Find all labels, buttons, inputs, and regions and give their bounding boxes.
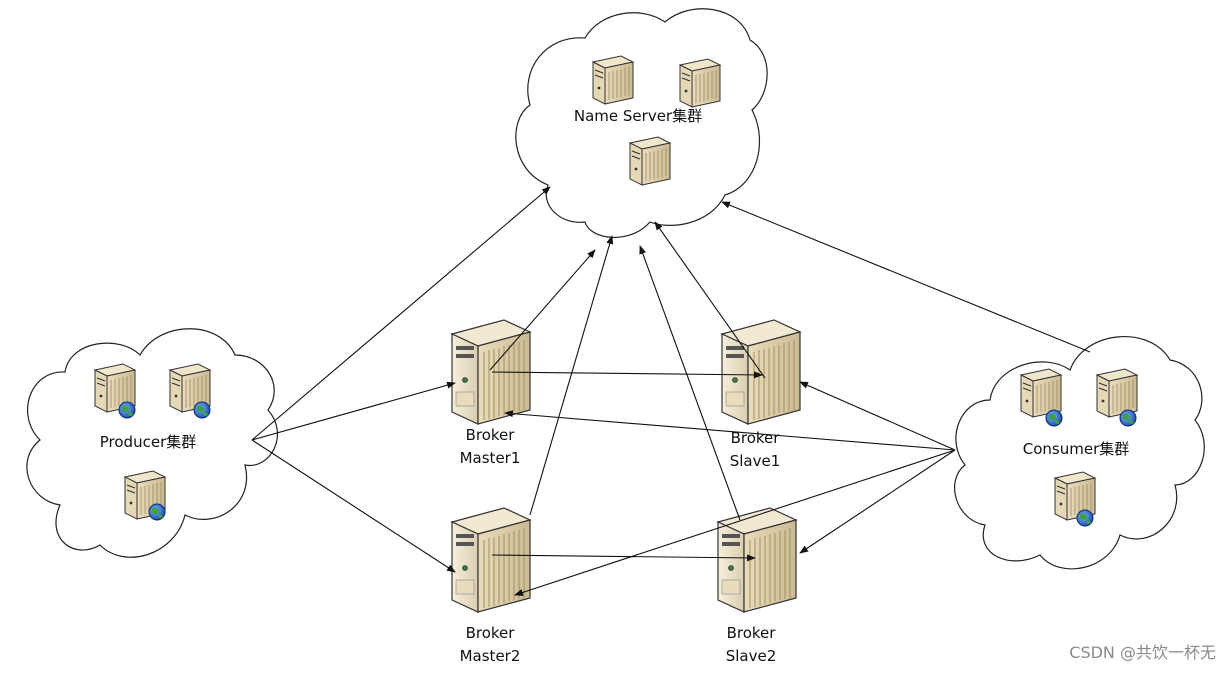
broker-slave1-label-line1: Broker (730, 429, 780, 447)
watermark: CSDN @共饮一杯无 (1069, 643, 1216, 662)
broker-slave2-label-line2: Slave2 (725, 647, 777, 665)
broker-master2-server-icon (451, 507, 531, 613)
broker-master2-label-line2: Master2 (459, 647, 521, 665)
name-server-cluster-label: Name Server集群 (573, 107, 703, 125)
name-server-node-icon (679, 58, 721, 108)
consumer-cloud (954, 336, 1205, 570)
producer-cloud (26, 328, 279, 558)
connection-arrows (251, 186, 1091, 596)
producer-cluster-label: Producer集群 (99, 433, 197, 451)
broker-slave2-label-line1: Broker (726, 624, 776, 642)
broker-master2-label-line1: Broker (465, 624, 515, 642)
consumer-cluster-label: Consumer集群 (1022, 440, 1130, 458)
broker-master1-label-line1: Broker (465, 426, 515, 444)
producer-node-icon (124, 470, 166, 521)
broker-slave1-label-line2: Slave1 (729, 452, 781, 470)
name-server-node-icon (629, 136, 671, 186)
broker-master1-label-line2: Master1 (459, 449, 521, 467)
name-server-node-icon (592, 55, 634, 105)
broker-slave2-server-icon (717, 507, 797, 613)
